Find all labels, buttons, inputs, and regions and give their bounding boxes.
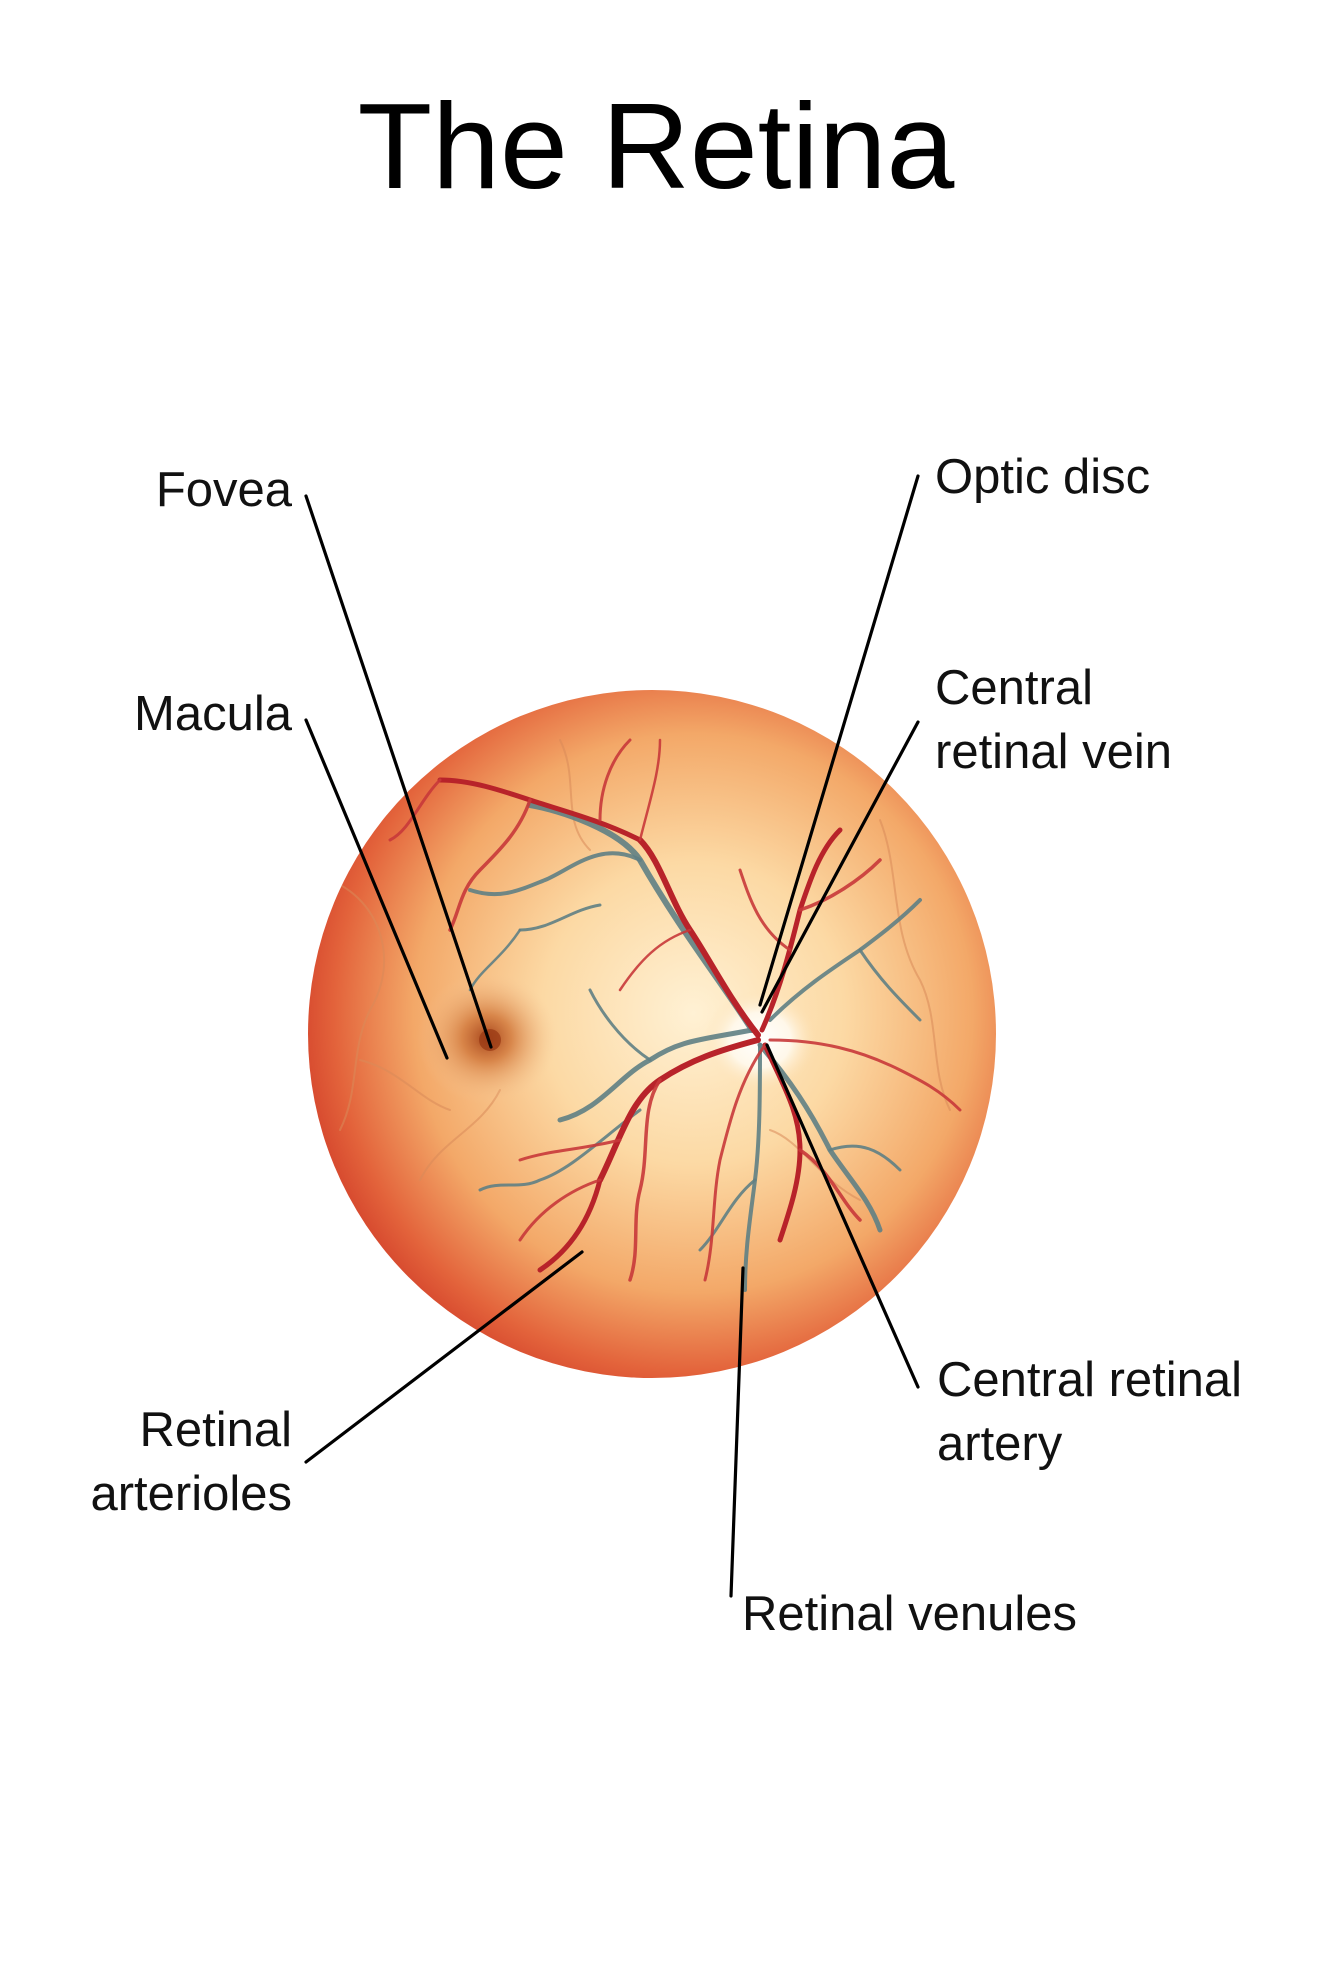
- label-retinal-arterioles-line2: arterioles: [90, 1467, 292, 1521]
- label-central-retinal-vein-line2: retinal vein: [935, 725, 1172, 779]
- label-optic-disc: Optic disc: [935, 450, 1150, 504]
- labels: Fovea Macula Optic disc Central retinal …: [90, 450, 1242, 1641]
- leader-central-retinal-artery: [765, 1043, 920, 1389]
- page-title: The Retina: [358, 78, 955, 214]
- leader-retinal-arterioles: [304, 1250, 584, 1464]
- leader-fovea: [304, 494, 493, 1049]
- label-macula: Macula: [134, 687, 293, 741]
- leader-central-retinal-vein: [760, 720, 920, 1014]
- label-fovea: Fovea: [156, 463, 293, 517]
- leader-retinal-venules: [729, 1266, 745, 1598]
- label-central-retinal-artery-line1: Central retinal: [937, 1353, 1242, 1407]
- label-central-retinal-vein-line1: Central: [935, 661, 1093, 715]
- retina-fundus: [308, 690, 996, 1378]
- retina-disc: [308, 690, 996, 1378]
- leader-optic-disc: [758, 474, 920, 1007]
- leader-macula: [304, 718, 449, 1060]
- label-retinal-arterioles-line1: Retinal: [139, 1403, 292, 1457]
- label-retinal-venules: Retinal venules: [742, 1587, 1077, 1641]
- choroid-vessels: [329, 739, 951, 1201]
- label-central-retinal-artery-line2: artery: [937, 1417, 1063, 1471]
- leader-lines: [304, 474, 920, 1598]
